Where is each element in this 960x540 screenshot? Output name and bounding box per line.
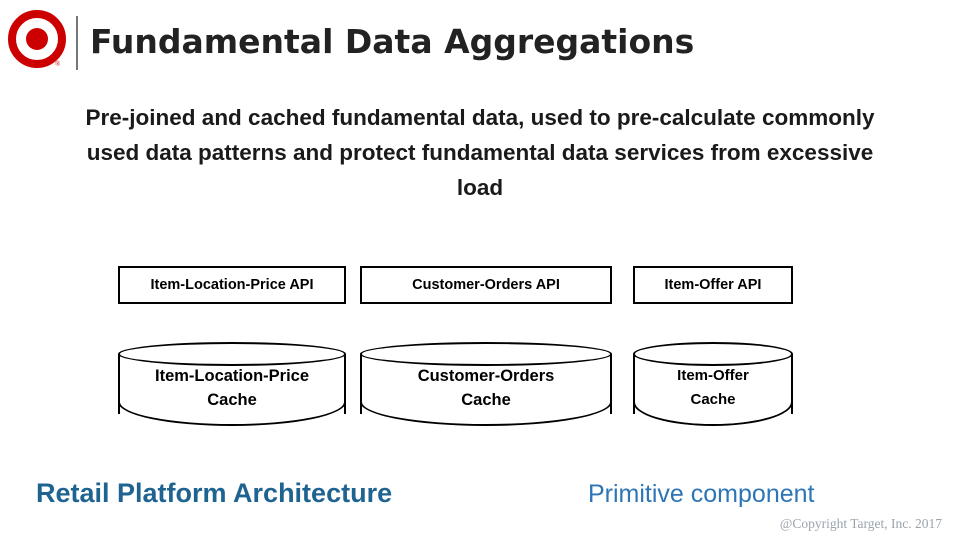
cache-cylinder[interactable]: Item-Offer Cache [633,342,793,426]
api-box-label: Item-Offer API [664,277,762,293]
cache-label: Customer-Orders Cache [360,364,612,412]
api-box[interactable]: Customer-Orders API [360,266,612,304]
architecture-diagram: Item-Location-Price API Item-Location-Pr… [0,258,960,438]
api-box-label: Customer-Orders API [412,277,560,293]
target-bullseye-logo: ® [8,10,70,72]
api-box[interactable]: Item-Location-Price API [118,266,346,304]
logo-inner-dot [26,28,48,50]
cylinder-top-ellipse [633,342,793,366]
cache-label-line2: Cache [207,391,257,409]
slide-header: ® Fundamental Data Aggregations [0,0,960,88]
cache-label-line1: Customer-Orders [417,367,555,385]
slide-subtitle: Pre-joined and cached fundamental data, … [85,105,875,200]
page-title: Fundamental Data Aggregations [90,22,695,61]
api-box[interactable]: Item-Offer API [633,266,793,304]
cylinder-top-ellipse [360,342,612,366]
footer-architecture-label: Retail Platform Architecture [36,478,393,508]
cache-label: Item-Offer Cache [633,364,793,412]
logo-outer-ring [8,10,66,68]
registered-mark: ® [55,60,61,68]
title-divider [76,16,78,70]
cache-label-line1: Item-Offer [677,367,749,384]
cylinder-top-ellipse [118,342,346,366]
cache-cylinder[interactable]: Customer-Orders Cache [360,342,612,426]
footer-component-label: Primitive component [588,480,815,508]
cache-label-line2: Cache [690,391,736,408]
api-box-label: Item-Location-Price API [150,277,314,293]
copyright-notice: @Copyright Target, Inc. 2017 [779,516,942,531]
cache-label: Item-Location-Price Cache [118,364,346,412]
cache-label-line1: Item-Location-Price [154,367,310,385]
cache-label-line2: Cache [461,391,511,409]
cache-cylinder[interactable]: Item-Location-Price Cache [118,342,346,426]
